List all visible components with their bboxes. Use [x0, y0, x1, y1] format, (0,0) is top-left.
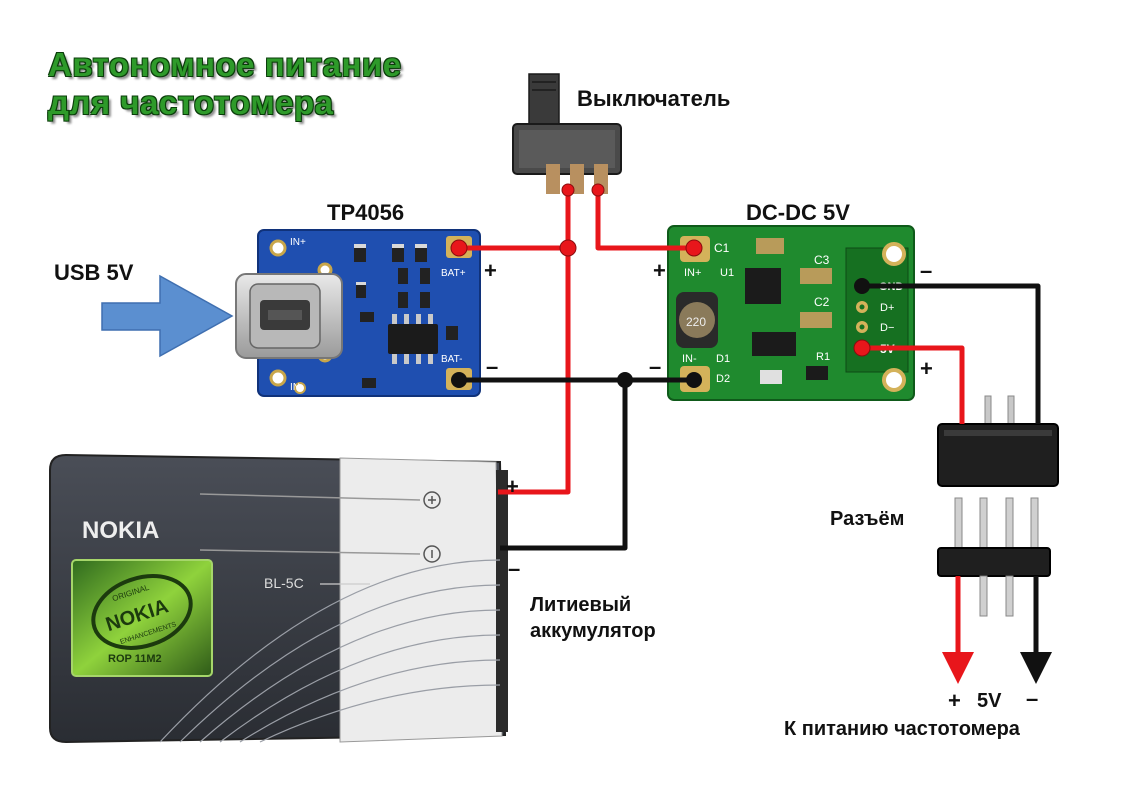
converter-d1-label: D1	[716, 353, 730, 365]
title-line-2: для частотомера	[48, 84, 334, 121]
converter-dplus-label: D+	[880, 302, 894, 314]
converter-c3-label: C3	[814, 253, 830, 267]
battery-model: BL-5C	[264, 575, 304, 591]
converter-in-plus-junction	[685, 239, 703, 257]
bat-minus-junction	[451, 372, 467, 388]
battery-minus-sign: –	[508, 556, 521, 581]
converter-r1-label: R1	[816, 351, 830, 363]
battery-label-line-1: Литиевый	[530, 594, 632, 616]
positive-wires	[459, 190, 965, 652]
hologram-code: ROP 11M2	[108, 653, 162, 665]
converter-c1-label: C1	[714, 241, 730, 255]
micro-usb-connector	[235, 273, 343, 359]
usb-input-arrow	[101, 274, 234, 358]
output-plus-arrow	[942, 652, 974, 684]
converter-in-plus-sign: +	[653, 258, 666, 283]
output-plus-sign: +	[948, 688, 961, 713]
charger-bat-plus-label: BAT+	[441, 268, 466, 279]
female-header-connector	[937, 395, 1059, 487]
bat-plus-junction	[450, 239, 468, 257]
wire-switch-to-battery-plus	[498, 190, 571, 495]
wire-gnd-out	[862, 283, 1041, 424]
converter-dminus-label: D−	[880, 322, 894, 334]
switch-junction	[559, 239, 577, 257]
male-pin-header	[937, 497, 1051, 617]
converter-d2-label: D2	[716, 373, 730, 385]
converter-out-minus-sign: –	[920, 258, 933, 283]
charger-in-minus-label: IN-	[290, 382, 303, 393]
converter-in-plus-label: IN+	[684, 267, 701, 279]
slide-switch	[512, 73, 622, 194]
output-voltage-label: 5V	[977, 690, 1002, 712]
switch-label: Выключатель	[577, 86, 731, 111]
converter-c2-label: C2	[814, 295, 830, 309]
output-minus-arrow	[1020, 652, 1052, 684]
converter-label: DC-DC 5V	[746, 200, 850, 225]
charger-bat-minus-label: BAT-	[441, 354, 462, 365]
converter-gnd-junction	[854, 278, 870, 294]
converter-out-plus-sign: +	[920, 356, 933, 381]
title-line-1: Автономное питание	[48, 46, 402, 83]
converter-in-minus-sign: –	[649, 354, 662, 379]
battery-plus-sign: +	[506, 474, 519, 499]
connector-label: Разъём	[830, 508, 905, 530]
output-target-label: К питанию частотомера	[784, 718, 1020, 740]
battery-label-line-2: аккумулятор	[530, 620, 656, 642]
negative-wires	[459, 283, 1041, 652]
converter-5v-junction	[853, 339, 871, 357]
usb-label: USB 5V	[54, 260, 134, 285]
diagram-title: Автономное питание для частотомера	[48, 46, 402, 122]
charger-plus-sign: +	[484, 258, 497, 283]
converter-in-minus-label: IN-	[682, 353, 697, 365]
charger-in-plus-label: IN+	[290, 237, 306, 248]
wire-5v-out	[862, 345, 965, 424]
wire-to-battery-minus	[500, 380, 628, 551]
battery-brand: NOKIA	[82, 517, 159, 544]
inductor-marking: 220	[686, 315, 706, 329]
wire-switch-to-converter-in	[595, 190, 694, 251]
charger-minus-sign: –	[486, 354, 499, 379]
charger-label: TP4056	[327, 200, 405, 225]
dc-dc-converter-board: 220 C1 C3 C2 IN+ U1 IN- D1 D2 R1 GND D+ …	[667, 225, 915, 401]
ground-junction	[617, 372, 633, 388]
converter-in-minus-junction	[686, 372, 702, 388]
output-minus-sign: –	[1026, 686, 1039, 711]
lithium-battery: NOKIA BL-5C ORIGINAL NOKIA ENHANCEMENTS …	[49, 453, 508, 744]
converter-u1-label: U1	[720, 267, 734, 279]
